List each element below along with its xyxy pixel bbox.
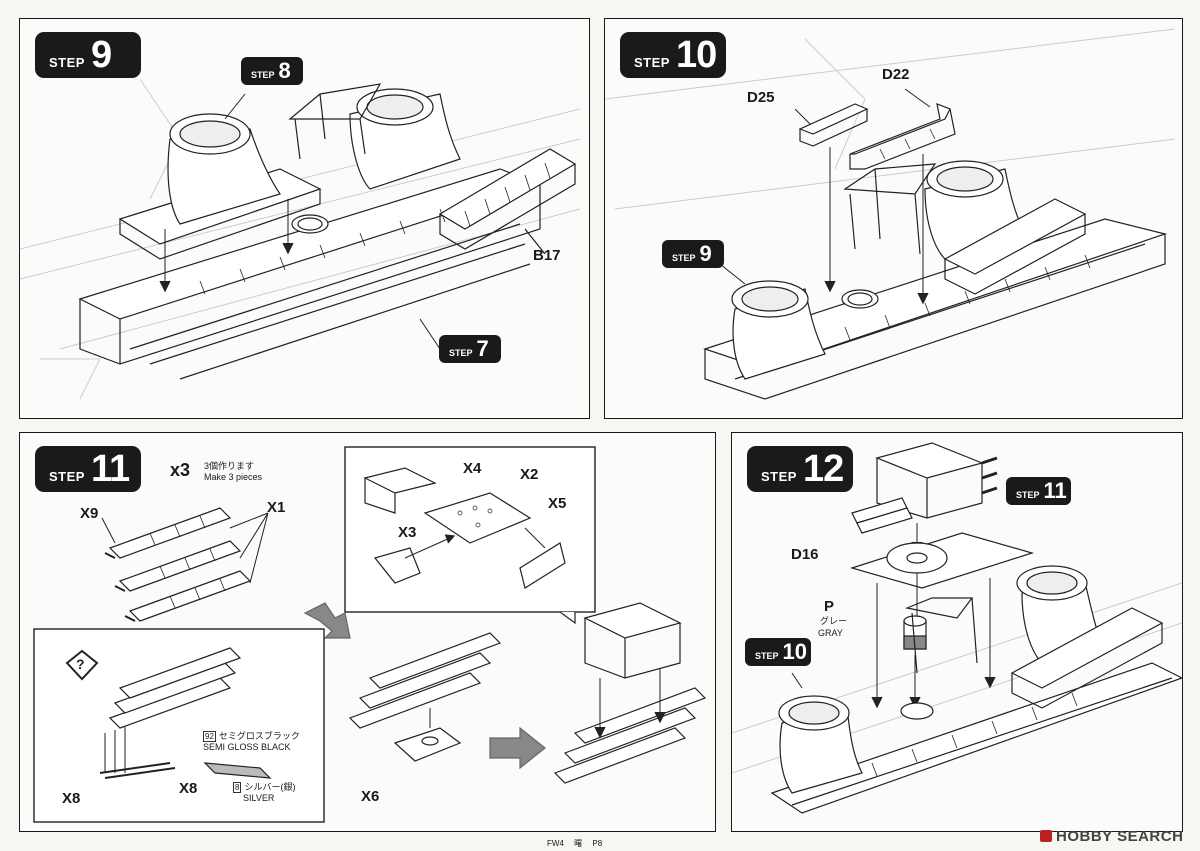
step-10-badge: STEP 10 [620, 32, 726, 78]
part-label-x1: X1 [267, 499, 286, 516]
step-9-badge: STEP 9 [35, 32, 141, 78]
part-label-d25: D25 [747, 89, 775, 106]
ref-word: STEP [672, 253, 696, 263]
quantity-note-jp: 3個作ります [204, 461, 255, 471]
ref-word: STEP [251, 70, 275, 80]
step-11-badge: STEP 11 [35, 446, 141, 492]
part-label-b17: B17 [533, 247, 561, 264]
step-12-badge: STEP 12 [747, 446, 853, 492]
ref-word: STEP [755, 651, 779, 661]
part-label-x2: X2 [520, 466, 539, 483]
step-10-reference: STEP 10 [745, 638, 811, 666]
part-label-x9: X9 [80, 505, 99, 522]
watermark: HOBBY SEARCH [1040, 828, 1183, 845]
paint-name-en: SILVER [243, 793, 275, 803]
footer-page: P8 [592, 839, 603, 848]
step-number: 9 [90, 34, 112, 76]
step-7-reference: STEP 7 [439, 335, 501, 363]
part-label-x3: X3 [398, 524, 417, 541]
step-9-reference: STEP 9 [662, 240, 724, 268]
step-12-illustration [732, 442, 1182, 814]
paint-code: 8 [233, 782, 242, 793]
part-label-d22: D22 [882, 66, 910, 83]
quantity-note-en: Make 3 pieces [204, 472, 263, 482]
page-footer: FW4 曙 P8 [547, 838, 602, 849]
step-11-reference: STEP 11 [1006, 477, 1071, 505]
paint-name-en: SEMI GLOSS BLACK [203, 742, 291, 752]
step-word: STEP [761, 469, 797, 484]
step-word: STEP [49, 469, 85, 484]
ref-number: 11 [1043, 478, 1067, 503]
step-word: STEP [49, 55, 85, 70]
step-number: 11 [90, 448, 130, 490]
part-label-x5: X5 [548, 495, 567, 512]
paint-name-jp: シルバー(銀) [244, 782, 296, 792]
step-10-illustration [605, 28, 1176, 400]
p-color-jp: グレー [820, 616, 848, 626]
step-9-panel: STEP 9 STEP 8 STEP 7 B17 [19, 18, 590, 419]
step-8-reference: STEP 8 [241, 57, 303, 85]
part-label-x4: X4 [463, 460, 482, 477]
step-11-illustration: ? [33, 446, 707, 823]
ref-word: STEP [1016, 490, 1040, 500]
part-label-p: P [824, 598, 835, 615]
step-number: 12 [802, 448, 844, 490]
footer-model: FW4 [547, 839, 564, 848]
svg-text:?: ? [76, 656, 85, 672]
ref-number: 10 [782, 639, 807, 664]
footer-name: 曙 [574, 839, 583, 848]
watermark-logo-icon [1040, 830, 1052, 842]
step-word: STEP [634, 55, 670, 70]
paint-code: 92 [203, 731, 216, 742]
step-11-panel: ? STEP 11 x3 3個作ります Make 3 pieces X9 X1 … [19, 432, 716, 832]
watermark-text: HOBBY SEARCH [1056, 828, 1184, 845]
ref-number: 7 [476, 336, 489, 361]
quantity-label: x3 [170, 460, 191, 480]
p-color-en: GRAY [818, 628, 843, 638]
step-12-panel: STEP 12 STEP 11 STEP 10 D16 P グレー GRAY [731, 432, 1183, 832]
step-number: 10 [675, 34, 717, 76]
ref-number: 9 [699, 241, 712, 266]
part-label-x8-left: X8 [62, 790, 81, 807]
ref-word: STEP [449, 348, 473, 358]
step-9-illustration [20, 78, 581, 400]
part-label-d16: D16 [791, 546, 819, 563]
part-label-x6: X6 [361, 788, 380, 805]
paint-name-jp: セミグロスブラック [218, 731, 300, 741]
part-label-x8-right: X8 [179, 780, 198, 797]
ref-number: 8 [278, 58, 291, 83]
step-10-panel: STEP 10 STEP 9 D25 D22 [604, 18, 1183, 419]
